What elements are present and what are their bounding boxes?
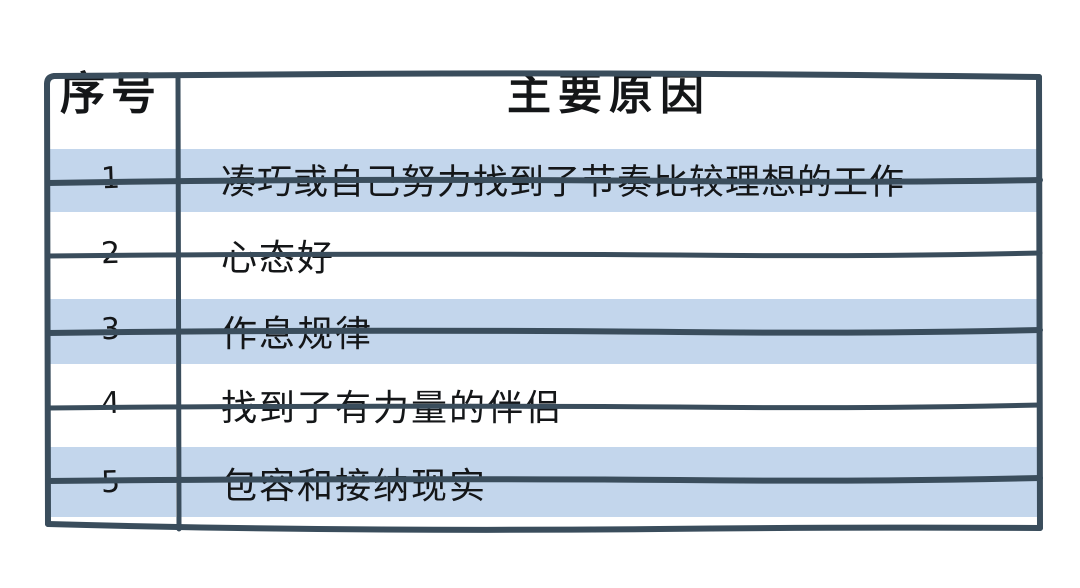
row-reason: 心态好 bbox=[221, 237, 336, 279]
header-cell-no: 序号 bbox=[45, 38, 177, 145]
row-number: 1 bbox=[100, 160, 122, 197]
table-row: 5 包容和接纳现实 bbox=[45, 443, 1041, 527]
table-row: 4 找到了有力量的伴侣 bbox=[45, 370, 1041, 443]
row-number: 5 bbox=[100, 464, 122, 500]
table-row: 1 凑巧或自己努力找到了节奏比较理想的工作 bbox=[45, 145, 1041, 218]
table-row: 3 作息规律 bbox=[45, 295, 1041, 370]
row-reason-cell: 作息规律 bbox=[177, 295, 1041, 370]
table-header-row: 序号 主要原因 bbox=[45, 38, 1041, 145]
row-reason-cell: 凑巧或自己努力找到了节奏比较理想的工作 bbox=[177, 145, 1041, 218]
row-number: 2 bbox=[100, 235, 122, 272]
row-reason-cell: 包容和接纳现实 bbox=[177, 443, 1041, 527]
row-reason: 作息规律 bbox=[221, 313, 374, 355]
row-number-cell: 1 bbox=[45, 145, 177, 218]
row-reason-cell: 心态好 bbox=[177, 218, 1041, 295]
row-number: 4 bbox=[100, 385, 122, 422]
row-number-cell: 4 bbox=[45, 370, 177, 443]
row-number-cell: 5 bbox=[45, 443, 177, 527]
row-reason: 找到了有力量的伴侣 bbox=[221, 387, 564, 429]
row-number-cell: 2 bbox=[45, 218, 177, 295]
row-reason: 包容和接纳现实 bbox=[221, 466, 488, 507]
header-cell-reason: 主要原因 bbox=[177, 38, 1041, 145]
row-number-cell: 3 bbox=[45, 295, 177, 370]
row-number: 3 bbox=[100, 311, 122, 348]
header-label-no: 序号 bbox=[59, 67, 162, 120]
row-reason: 凑巧或自己努力找到了节奏比较理想的工作 bbox=[221, 163, 906, 203]
table-row: 2 心态好 bbox=[45, 218, 1041, 295]
header-label-reason: 主要原因 bbox=[507, 68, 711, 120]
row-reason-cell: 找到了有力量的伴侣 bbox=[177, 370, 1041, 443]
reasons-table: 序号 主要原因 1 凑巧或自己努力找到了节奏比较理想的工作 2 心态好 bbox=[44, 38, 1043, 533]
